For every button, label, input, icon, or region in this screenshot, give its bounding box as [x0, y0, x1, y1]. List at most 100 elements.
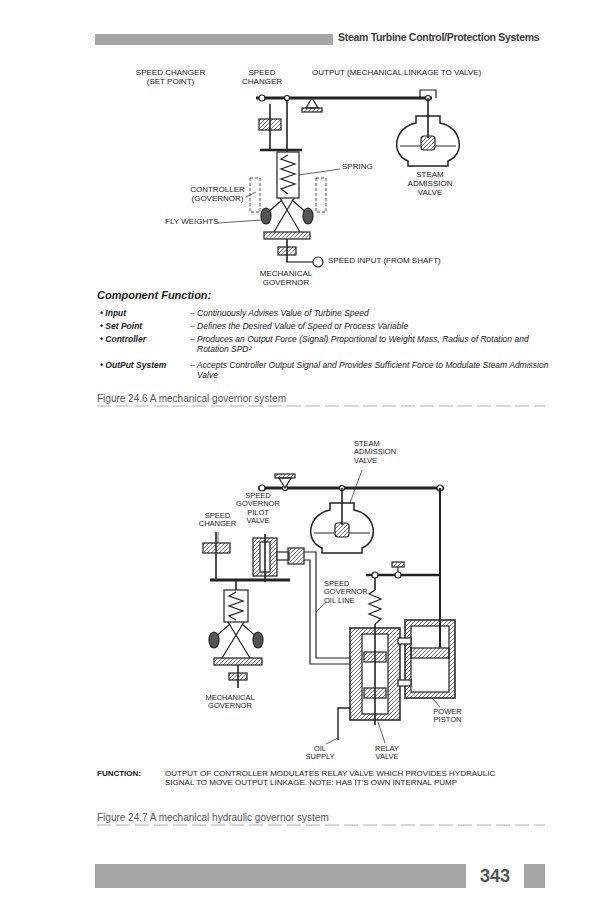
mechanical-governor-drawing	[302, 108, 322, 112]
mechanical-governor-drawing	[278, 247, 296, 255]
hydraulic-governor-drawing	[369, 590, 381, 624]
hydraulic-governor-drawing	[341, 488, 343, 525]
hydraulic-governor-drawing	[372, 572, 378, 578]
part-label: SPEED GOVERNOR PILOT VALVE	[235, 492, 281, 526]
hydraulic-governor-drawing	[279, 478, 291, 488]
page-band	[95, 864, 466, 888]
hydraulic-governor-drawing	[275, 474, 295, 478]
part-label: SPEED GOVERNOR OIL LINE	[324, 580, 372, 605]
mechanical-governor-drawing	[421, 136, 435, 150]
figure-caption: Figure 24.6 A mechanical governor system	[97, 393, 286, 404]
page-band	[95, 34, 333, 45]
page-number: 343	[480, 866, 510, 887]
hydraulic-governor-drawing	[398, 638, 411, 644]
mechanical-governor-drawing	[281, 155, 295, 194]
running-header: Steam Turbine Control/Protection Systems	[338, 32, 539, 44]
page-band	[97, 825, 545, 826]
mechanical-governor-drawing	[427, 98, 429, 138]
component-description: – Produces an Output Force (Signal) Prop…	[190, 335, 550, 354]
hydraulic-governor-drawing	[214, 624, 258, 638]
component-description: – Continuously Advises Value of Turbine …	[190, 309, 550, 319]
leader-line	[218, 532, 219, 543]
mechanical-governor-drawing	[316, 178, 326, 212]
mechanical-governor-drawing	[287, 261, 313, 262]
hydraulic-governor-drawing	[392, 562, 404, 567]
hydraulic-governor-drawing	[411, 626, 449, 692]
hydraulic-governor-drawing	[229, 673, 247, 680]
leader-line	[299, 169, 340, 175]
part-label: SPEED INPUT (FROM SHAFT)	[328, 257, 441, 266]
part-label: OUTPUT (MECHANICAL LINKAGE TO VALVE)	[312, 69, 481, 78]
hydraulic-governor-drawing	[405, 620, 455, 698]
hydraulic-governor-drawing	[288, 548, 304, 564]
part-label: SPEED CHANGER	[237, 69, 287, 87]
page-number-box: 343	[466, 864, 524, 888]
page-band	[97, 406, 545, 407]
mechanical-governor-drawing	[313, 257, 323, 267]
hydraulic-governor-drawing	[235, 580, 237, 590]
leader-line	[326, 738, 338, 744]
hydraulic-governor-drawing	[398, 680, 411, 686]
component-term: • Input	[100, 309, 126, 319]
leader-line	[432, 698, 440, 707]
hydraulic-governor-drawing	[374, 624, 376, 725]
mechanical-governor-drawing	[285, 96, 290, 101]
function-heading: FUNCTION:	[97, 770, 141, 779]
mechanical-governor-drawing	[260, 149, 302, 152]
hydraulic-governor-drawing	[304, 560, 350, 664]
part-label: MECHANICAL GOVERNOR	[254, 270, 318, 288]
mechanical-governor-drawing	[277, 152, 299, 198]
page-band	[524, 864, 545, 888]
hydraulic-governor-drawing	[338, 708, 350, 740]
part-label: SPRING	[342, 163, 373, 172]
hydraulic-governor-drawing	[439, 488, 441, 648]
leader-line	[350, 470, 362, 503]
hydraulic-governor-drawing	[311, 503, 374, 553]
hydraulic-governor-drawing	[335, 523, 349, 537]
leader-line	[246, 192, 256, 197]
hydraulic-governor-drawing	[411, 648, 449, 658]
hydraulic-governor-drawing	[364, 652, 386, 662]
figure-caption: Figure 24.7 A mechanical hydraulic gover…	[97, 812, 329, 823]
component-term: • OutPut System	[100, 361, 166, 371]
part-label: STEAM ADMISSION VALVE	[354, 440, 408, 465]
hydraulic-governor-drawing	[210, 579, 290, 582]
hydraulic-governor-drawing	[215, 532, 217, 580]
hydraulic-governor-drawing	[304, 552, 350, 658]
component-description: – Defines the Desired Value of Speed or …	[190, 322, 550, 332]
mechanical-governor-drawing	[397, 116, 460, 166]
mechanical-governor-drawing	[264, 232, 310, 239]
mechanical-governor-drawing	[261, 208, 271, 224]
part-label: POWER PISTON	[425, 708, 470, 725]
hydraulic-governor-drawing	[264, 534, 266, 582]
mechanical-governor-drawing	[250, 178, 260, 212]
part-label: STEAM ADMISSION VALVE	[399, 171, 461, 198]
hydraulic-governor-drawing	[224, 590, 248, 622]
mechanical-governor-drawing	[286, 100, 288, 152]
part-label: OIL SUPPLY	[300, 745, 340, 762]
function-note: OUTPUT OF CONTROLLER MODULATES RELAY VAL…	[165, 770, 510, 788]
mechanical-governor-drawing	[256, 97, 432, 100]
mechanical-governor-drawing	[306, 98, 318, 108]
leader-line	[378, 722, 385, 743]
hydraulic-governor-drawing	[374, 578, 376, 590]
component-term: • Set Point	[100, 322, 142, 332]
section-heading: Component Function:	[97, 289, 211, 301]
part-label: SPEED CHANGER	[195, 512, 240, 529]
hydraulic-governor-drawing	[277, 552, 289, 560]
hydraulic-governor-drawing	[209, 632, 219, 648]
mechanical-governor-drawing	[266, 200, 308, 214]
part-label: FLY WEIGHTS	[165, 218, 219, 227]
mechanical-governor-drawing	[259, 119, 281, 130]
part-label: MECHANICAL GOVERNOR	[200, 694, 260, 711]
hydraulic-governor-drawing	[364, 688, 386, 698]
hydraulic-governor-drawing	[214, 658, 262, 665]
page-band	[95, 34, 545, 888]
mechanical-governor-drawing	[259, 95, 265, 101]
component-term: • Controller	[100, 335, 146, 345]
hydraulic-governor-drawing	[397, 567, 398, 572]
hydraulic-governor-drawing	[259, 485, 265, 491]
